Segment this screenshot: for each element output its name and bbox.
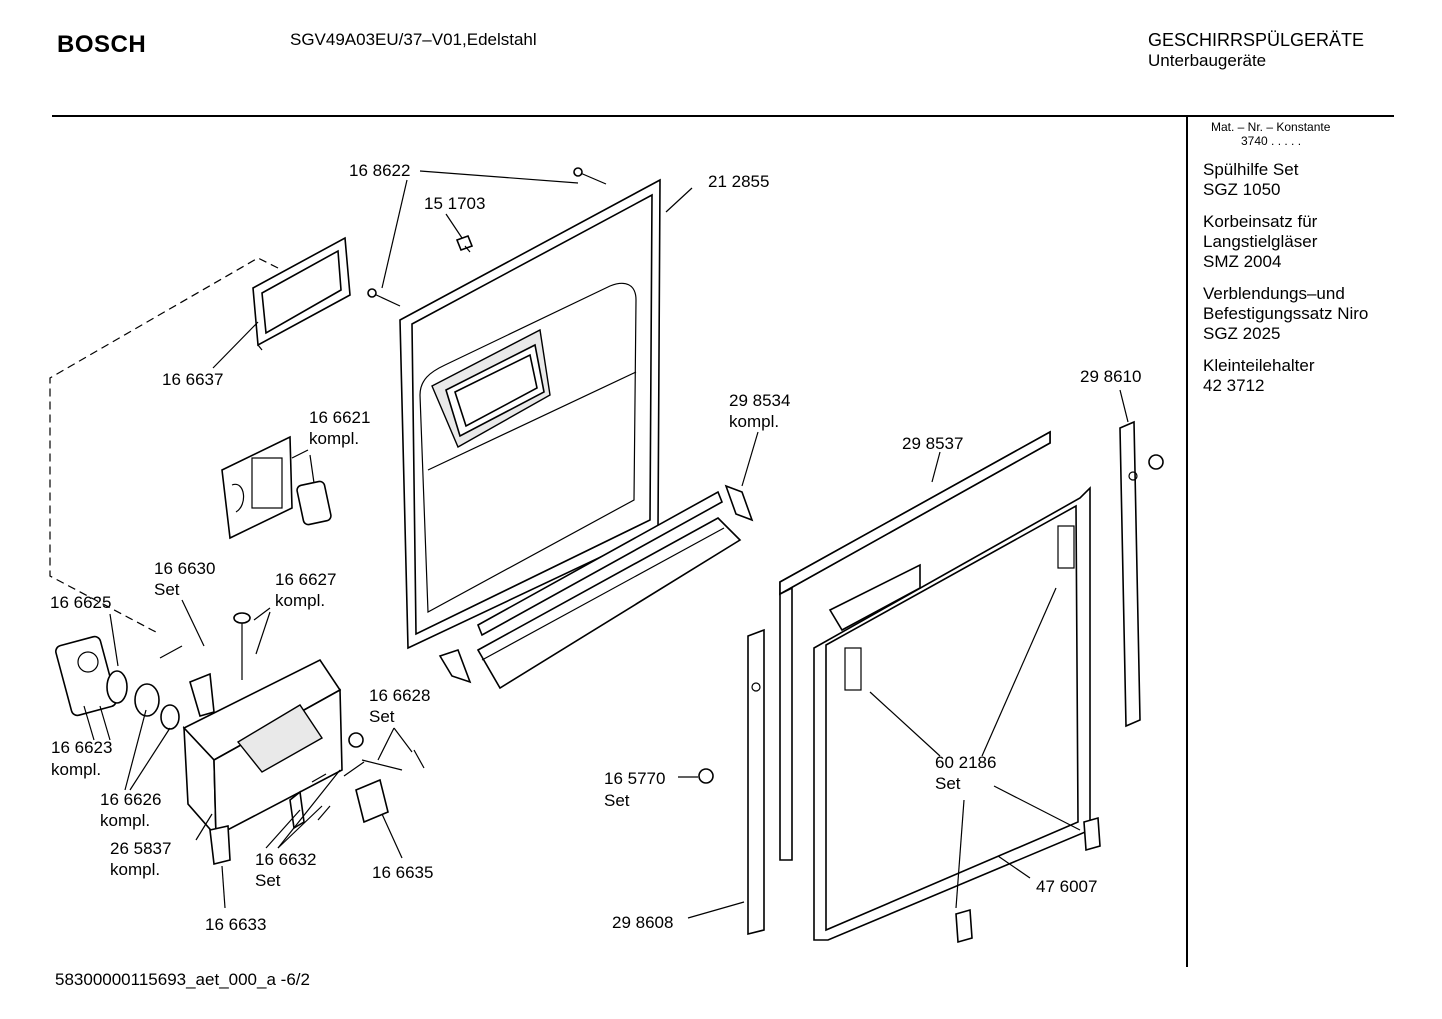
part-label: 16 6623 (51, 738, 112, 757)
seal-ring (106, 670, 128, 704)
accessory-item: Verblendungs–und Befestigungssatz Niro S… (1203, 284, 1393, 344)
display-housing (55, 635, 117, 717)
accessory-line: Langstielgläser (1203, 232, 1318, 251)
spring-parts-166628 (348, 732, 425, 771)
switch-plunger (233, 612, 251, 680)
accessory-line: SMZ 2004 (1203, 252, 1282, 271)
window-frame-part (252, 236, 351, 351)
part-label: 16 6630 (154, 559, 215, 578)
part-label: kompl. (309, 429, 359, 448)
door-seal-strip (476, 490, 742, 690)
part-label: 29 8610 (1080, 367, 1141, 386)
accessory-line: Verblendungs–und (1203, 284, 1345, 303)
page-number: -6/2 (280, 970, 310, 989)
bracket-lower-right (1083, 816, 1101, 852)
part-label: Set (604, 791, 630, 810)
part-label: 29 8537 (902, 434, 963, 453)
part-label: 16 5770 (604, 769, 665, 788)
part-label: 16 6635 (372, 863, 433, 882)
category-title: GESCHIRRSPÜLGERÄTE (1148, 30, 1365, 50)
part-label: 16 6637 (162, 370, 223, 389)
part-label: 16 6626 (100, 790, 161, 809)
part-label: kompl. (275, 591, 325, 610)
assembly-dashed-line (49, 257, 279, 635)
part-label: 15 1703 (424, 194, 485, 213)
footer-code: 58300000115693_aet_000_a -6/2 (55, 970, 310, 990)
accessory-item: Kleinteilehalter 42 3712 (1203, 356, 1393, 396)
knob-assembly (134, 683, 180, 730)
accessory-item: Korbeinsatz für Langstielgläser SMZ 2004 (1203, 212, 1393, 272)
header-divider (52, 115, 1394, 117)
cap-165770 (698, 768, 714, 784)
part-label: Set (369, 707, 395, 726)
front-panel-476007 (813, 486, 1091, 941)
screw-left (367, 288, 401, 307)
leader-lines (83, 170, 1129, 919)
side-strip-298610 (1119, 420, 1141, 728)
inner-door-panel (399, 178, 661, 650)
knob-top-right (1148, 454, 1164, 470)
part-label: 16 8622 (349, 161, 410, 180)
control-module (182, 658, 343, 839)
part-label: kompl. (51, 760, 101, 779)
spring-part (159, 645, 215, 717)
part-labels: 16 8622 15 1703 21 2855 16 6637 16 6621 … (50, 161, 1141, 934)
accessory-line: Kleinteilehalter (1203, 356, 1315, 375)
accessory-line: 42 3712 (1203, 376, 1265, 395)
part-label: 16 6625 (50, 593, 111, 612)
accessories-sidebar: Mat. – Nr. – Konstante 3740 . . . . . Sp… (1203, 120, 1393, 396)
accessory-item: Spülhilfe Set SGZ 1050 (1203, 160, 1393, 200)
mat-number-label: Mat. – Nr. – Konstante (1211, 120, 1331, 134)
accessory-line: SGZ 1050 (1203, 180, 1281, 199)
part-label: Set (255, 871, 281, 890)
brand-logo: BOSCH (57, 31, 147, 58)
part-label: 26 5837 (110, 839, 171, 858)
screw-top (573, 167, 607, 185)
part-label: 29 8608 (612, 913, 673, 932)
part-label: Set (935, 774, 961, 793)
subcategory-title: Unterbaugeräte (1148, 51, 1267, 70)
part-label: 16 6628 (369, 686, 430, 705)
part-label: kompl. (100, 811, 150, 830)
part-label: 16 6633 (205, 915, 266, 934)
side-strip-298608 (747, 628, 765, 936)
clip-plate (209, 825, 231, 865)
accessory-line: SGZ 2025 (1203, 324, 1281, 343)
front-panel-298537 (779, 430, 1051, 861)
part-label: Set (154, 580, 180, 599)
accessory-line: Befestigungssatz Niro (1203, 304, 1369, 323)
bracket-lower-middle (955, 908, 973, 944)
part-label: 16 6621 (309, 408, 370, 427)
part-label: 47 6007 (1036, 877, 1097, 896)
part-label: 16 6627 (275, 570, 336, 589)
part-label: 29 8534 (729, 391, 790, 410)
mat-number-value: 3740 . . . . . (1241, 134, 1302, 148)
model-number: SGV49A03EU/37–V01,Edelstahl (290, 30, 537, 49)
screw-151703 (455, 234, 474, 253)
part-label: 60 2186 (935, 753, 996, 772)
part-label: kompl. (729, 412, 779, 431)
hinge-bracket-left (438, 648, 472, 684)
sensor-block (355, 778, 389, 824)
part-label: 21 2855 (708, 172, 769, 191)
hinge-bracket-298534 (724, 484, 754, 522)
accessory-line: Korbeinsatz für (1203, 212, 1318, 231)
part-label: kompl. (110, 860, 160, 879)
sidebar-divider (1186, 117, 1188, 967)
part-label: 16 6632 (255, 850, 316, 869)
document-code: 58300000115693_aet_000_a (55, 970, 276, 989)
accessory-line: Spülhilfe Set (1203, 160, 1299, 179)
dispenser-holder (221, 435, 332, 540)
